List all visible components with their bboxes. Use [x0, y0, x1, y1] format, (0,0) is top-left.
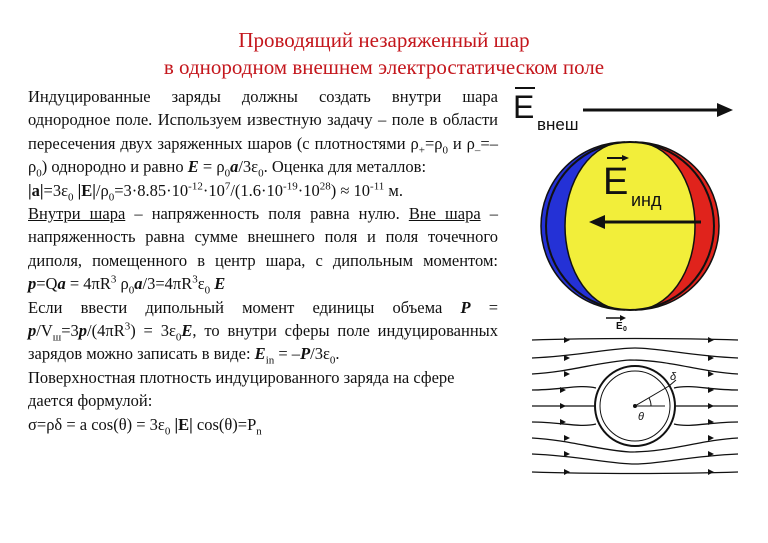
sphere-body [546, 142, 714, 310]
angle-construction [634, 379, 677, 407]
paragraph-polarization: Если ввести дипольный момент единицы объ… [28, 297, 498, 367]
slide-title: Проводящий незаряженный шар в однородном… [0, 27, 768, 81]
charged-sphere-figure: E внеш E инд [513, 87, 733, 311]
paragraph-surface-density: Поверхностная плотность индуцированного … [28, 367, 455, 437]
field-lines-figure: E 0 [531, 315, 739, 475]
title-line-1: Проводящий незаряженный шар [238, 28, 530, 52]
svg-text:0: 0 [623, 326, 627, 333]
title-line-2: в однородном внешнем электростатическом … [163, 55, 605, 79]
e0-field-label: E 0 [606, 315, 627, 333]
field-arrows [560, 337, 714, 475]
paragraph-dipole: Внутри шара – напряженность поля равна н… [28, 204, 499, 297]
paragraph-estimate: |a|=3ε0 |E|/ρ0=3·8.85·10-12·107/(1.6·10-… [28, 180, 403, 203]
svg-text:E: E [616, 321, 623, 332]
svg-text:внеш: внеш [537, 115, 579, 134]
induced-field-arrow-icon [589, 215, 701, 229]
field-lines [531, 337, 739, 475]
delta-label: δ [670, 371, 677, 383]
svg-text:E: E [603, 161, 628, 203]
external-field-label: E внеш [513, 87, 579, 134]
theta-label: θ [638, 411, 644, 423]
body-text: Индуцированные заряды должны создать вну… [28, 85, 498, 436]
induced-field-label: E инд [603, 155, 662, 210]
svg-text:E: E [513, 89, 534, 125]
svg-text:инд: инд [631, 190, 662, 210]
paragraph-intro: Индуцированные заряды должны создать вну… [28, 87, 498, 180]
external-field-arrow-icon [583, 103, 733, 117]
